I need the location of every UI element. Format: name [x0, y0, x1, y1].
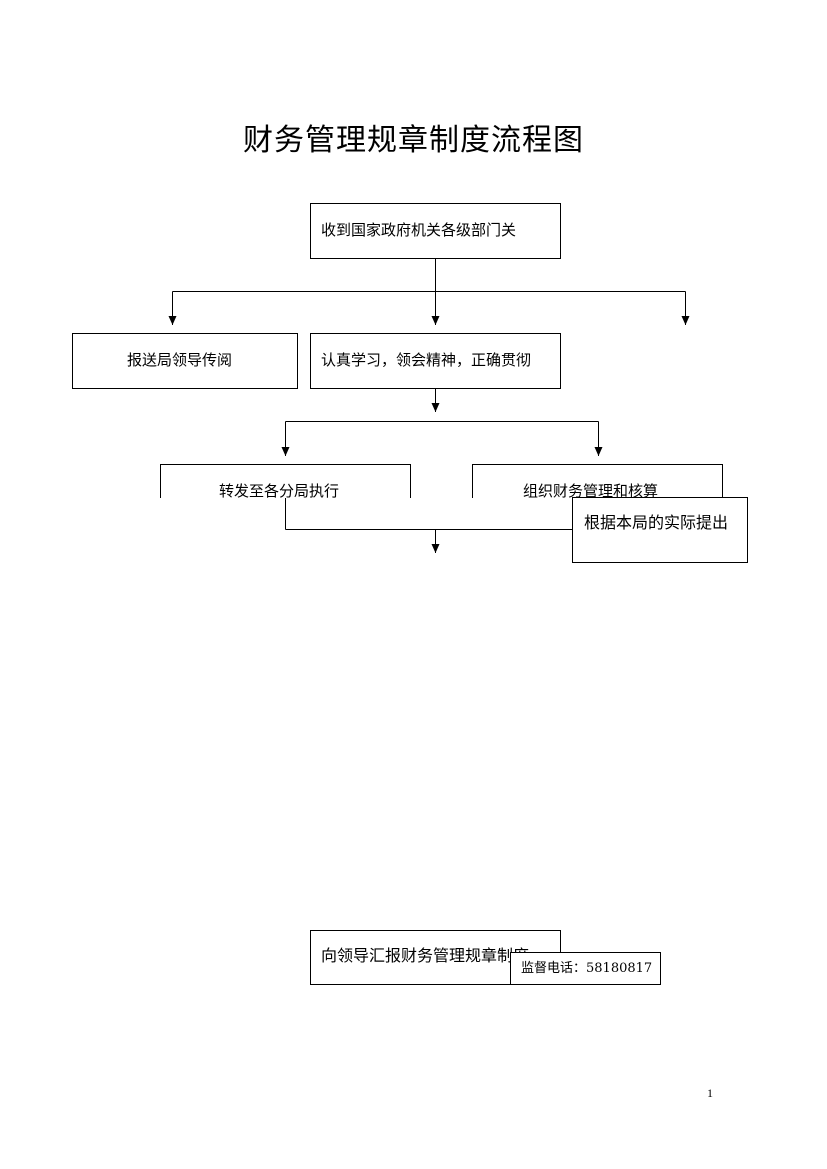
- node-local-proposal-label: 根据本局的实际提出: [584, 513, 729, 532]
- node-study-label: 认真学习，领会精神，正确贯彻: [321, 351, 532, 369]
- node-forward-branches: 转发至各分局执行: [160, 464, 411, 498]
- page-number: 1: [707, 1086, 713, 1100]
- page-title: 财务管理规章制度流程图: [243, 123, 584, 158]
- node-organize-accounting: 组织财务管理和核算: [472, 464, 723, 498]
- node-report-leaders: 报送局领导传阅: [72, 333, 298, 389]
- node-forward-branches-label: 转发至各分局执行: [219, 482, 340, 498]
- supervision-phone-box: 监督电话：58180817: [510, 952, 661, 985]
- node-report-leaders-label: 报送局领导传阅: [127, 351, 233, 369]
- supervision-phone-label: 监督电话：58180817: [521, 961, 653, 976]
- node-report-rules-label: 向领导汇报财务管理规章制度: [321, 946, 530, 965]
- node-receive-documents-label: 收到国家政府机关各级部门关: [321, 221, 517, 239]
- node-local-proposal: 根据本局的实际提出: [572, 497, 748, 563]
- node-study: 认真学习，领会精神，正确贯彻: [310, 333, 561, 389]
- node-organize-accounting-label: 组织财务管理和核算: [523, 482, 659, 498]
- node-receive-documents: 收到国家政府机关各级部门关: [310, 203, 561, 259]
